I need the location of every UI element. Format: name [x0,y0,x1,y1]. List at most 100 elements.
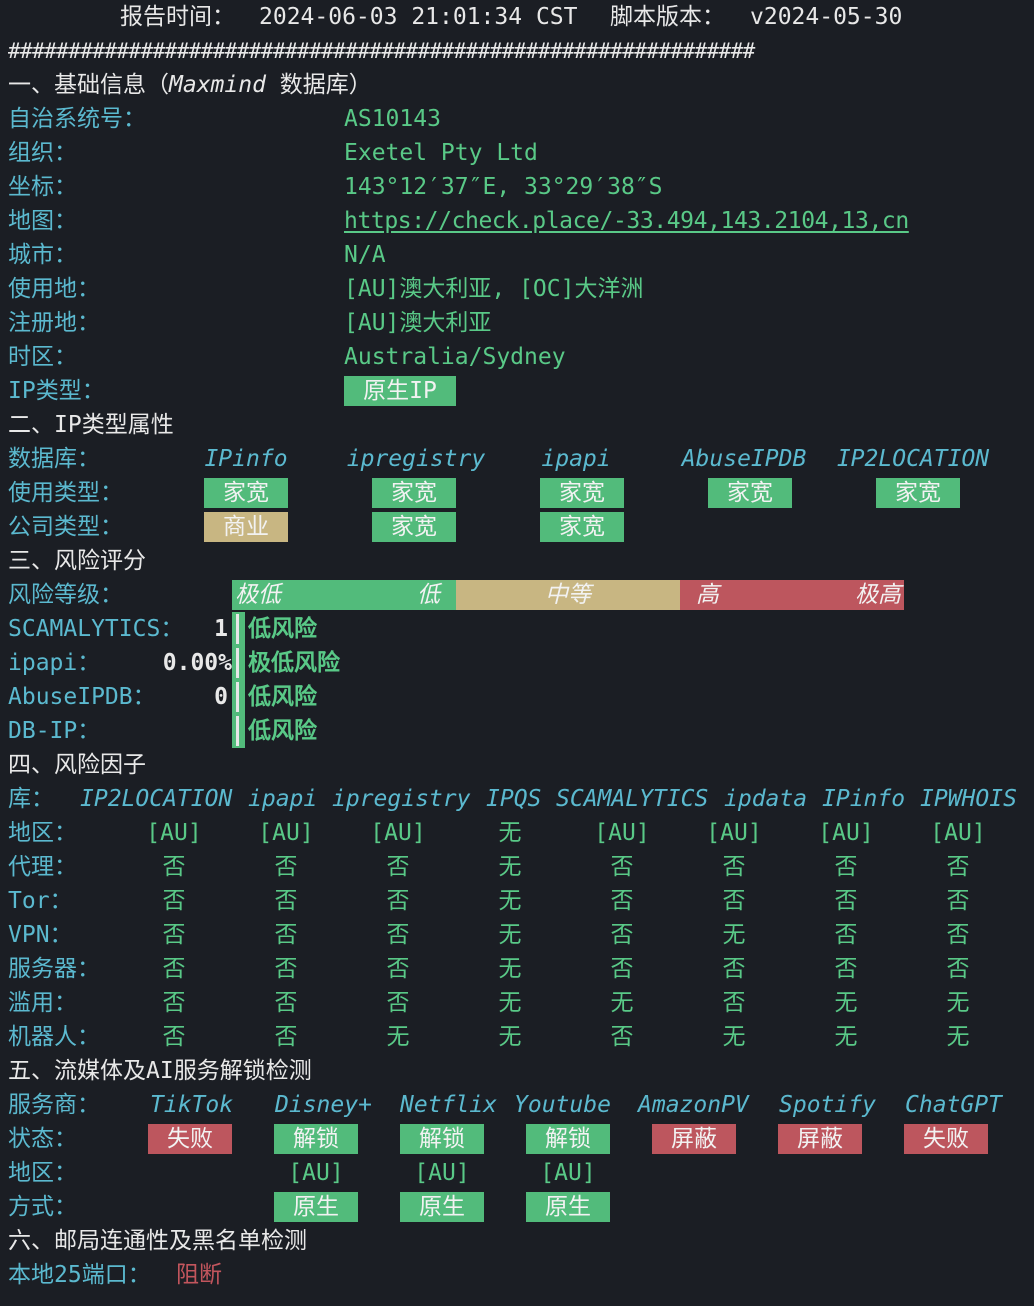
script-version: v2024-05-30 [750,4,903,30]
factor-cell: 无 [498,956,522,982]
reg-label: 注册地： [8,310,100,336]
tz-row: 时区： Australia/Sydney [0,340,1034,374]
status-row: 状态： 失败 解锁 解锁 解锁 屏蔽 屏蔽 失败 [0,1122,1034,1156]
score-value-abuseipdb: 0 [214,684,228,710]
section3-title-row: 三、风险评分 [0,544,1034,578]
reg-row: 注册地： [AU]澳大利亚 [0,306,1034,340]
db-abuseipdb: AbuseIPDB [681,446,807,472]
section1-title: 一、基础信息（Maxmind 数据库） [8,68,372,102]
risk-scale-high-segment: 高 极高 [680,580,904,610]
provider-row: 服务商： TikTok Disney+ Netflix Youtube Amaz… [0,1088,1034,1122]
usage-type-ip2location: 家宽 [876,478,960,508]
usage-type-row: 使用类型： 家宽 家宽 家宽 家宽 家宽 [0,476,1034,510]
factor-cell: 否 [946,956,970,982]
section1-title-source: Maxmind [169,72,266,98]
company-type-ipregistry: 家宽 [372,512,456,542]
asn-value: AS10143 [344,106,441,132]
factor-row-region: 地区：[AU][AU][AU]无[AU][AU][AU][AU] [0,816,1034,850]
factor-cell: 否 [722,956,746,982]
risk-marker-line [236,716,239,746]
factor-cell: 无 [386,1024,410,1050]
risk-scale-medium-segment: 中等 [456,580,680,610]
status-label: 状态： [8,1126,77,1152]
section3-title: 三、风险评分 [8,548,146,574]
section1-title-row: 一、基础信息（Maxmind 数据库） [0,68,1034,102]
asn-label: 自治系统号： [8,106,146,132]
section2-title-row: 二、IP类型属性 [0,408,1034,442]
factor-cell: 无 [946,990,970,1016]
factor-cell: [AU] [146,820,202,846]
section1-title-text: 一、基础信息（ [8,72,169,98]
db-ip2location: IP2LOCATION [836,446,990,472]
port25-label: 本地25端口： [8,1262,151,1288]
risk-scale-low-segment: 极低 低 [232,580,456,610]
provider-netflix: Netflix [400,1092,497,1118]
lib-ipinfo: IPinfo [822,786,906,812]
section5-title-row: 五、流媒体及AI服务解锁检测 [0,1054,1034,1088]
db-ipregistry: ipregistry [346,446,486,472]
factor-label: 机器人： [8,1024,100,1050]
score-row-abuseipdb: AbuseIPDB： 0 低风险 [0,680,1034,714]
factor-cell: 否 [610,888,634,914]
stream-region-disney: [AU] [288,1160,344,1186]
usage-type-ipinfo: 家宽 [204,478,288,508]
map-link[interactable]: https://check.place/-33.494,143.2104,13,… [344,208,909,234]
factor-row-server: 服务器：否否否无否否否否 [0,952,1034,986]
score-row-ipapi: ipapi： 0.00% 极低风险 [0,646,1034,680]
db-label: 数据库： [8,446,100,472]
risk-marker-line [236,614,239,644]
db-ipinfo: IPinfo [204,446,288,472]
factor-row-proxy: 代理：否否否无否否否否 [0,850,1034,884]
report-time-label: 报告时间： [120,4,235,30]
reg-value: [AU]澳大利亚 [344,310,492,336]
factor-cell: [AU] [594,820,650,846]
org-row: 组织： Exetel Pty Ltd [0,136,1034,170]
factor-cell: 无 [498,820,522,846]
stream-region-youtube: [AU] [540,1160,596,1186]
status-disney: 解锁 [274,1124,358,1154]
status-amazonpv: 屏蔽 [652,1124,736,1154]
factor-label: 代理： [8,854,77,880]
section2-title: 二、IP类型属性 [8,412,174,438]
factor-cell: 无 [834,990,858,1016]
map-row: 地图： https://check.place/-33.494,143.2104… [0,204,1034,238]
iptype-label: IP类型： [8,378,105,404]
factor-cell: 否 [610,956,634,982]
score-label-dbip: DB-IP： [8,718,101,744]
factor-cell: 否 [274,888,298,914]
factor-label: VPN： [8,922,73,948]
factor-cell: 否 [162,990,186,1016]
iptype-badge: 原生IP [344,376,456,406]
factor-cell: [AU] [818,820,874,846]
tz-value: Australia/Sydney [344,344,566,370]
company-type-ipapi: 家宽 [540,512,624,542]
risk-marker-line [236,648,239,678]
factor-cell: 否 [722,888,746,914]
usage-row: 使用地： [AU]澳大利亚, [OC]大洋洲 [0,272,1034,306]
score-value-scamalytics: 1 [214,616,228,642]
db-row: 数据库： IPinfo ipregistry ipapi AbuseIPDB I… [0,442,1034,476]
stream-region-row: 地区： [AU] [AU] [AU] [0,1156,1034,1190]
method-label: 方式： [8,1194,77,1220]
factor-cell: 无 [498,922,522,948]
usage-type-label: 使用类型： [8,480,123,506]
factor-cell: 否 [162,922,186,948]
factor-cell: [AU] [258,820,314,846]
factor-cell: 否 [834,888,858,914]
city-value: N/A [344,242,386,268]
company-type-ipinfo: 商业 [204,512,288,542]
section6-title: 六、邮局连通性及黑名单检测 [8,1228,307,1254]
factor-cell: 否 [722,854,746,880]
port25-row: 本地25端口： 阻断 [0,1258,1034,1292]
tz-label: 时区： [8,344,77,370]
provider-youtube: Youtube [514,1092,611,1118]
score-value-ipapi: 0.00% [162,650,232,676]
risk-scale-high: 高 [696,582,719,608]
usage-type-abuseipdb: 家宽 [708,478,792,508]
risk-level-row: 风险等级： 极低 低 中等 高 极高 [0,578,1034,612]
status-youtube: 解锁 [526,1124,610,1154]
factor-cell: 无 [834,1024,858,1050]
coord-row: 坐标： 143°12′37″E, 33°29′38″S [0,170,1034,204]
factor-cell: 否 [610,922,634,948]
score-verdict-dbip: 低风险 [248,718,317,744]
